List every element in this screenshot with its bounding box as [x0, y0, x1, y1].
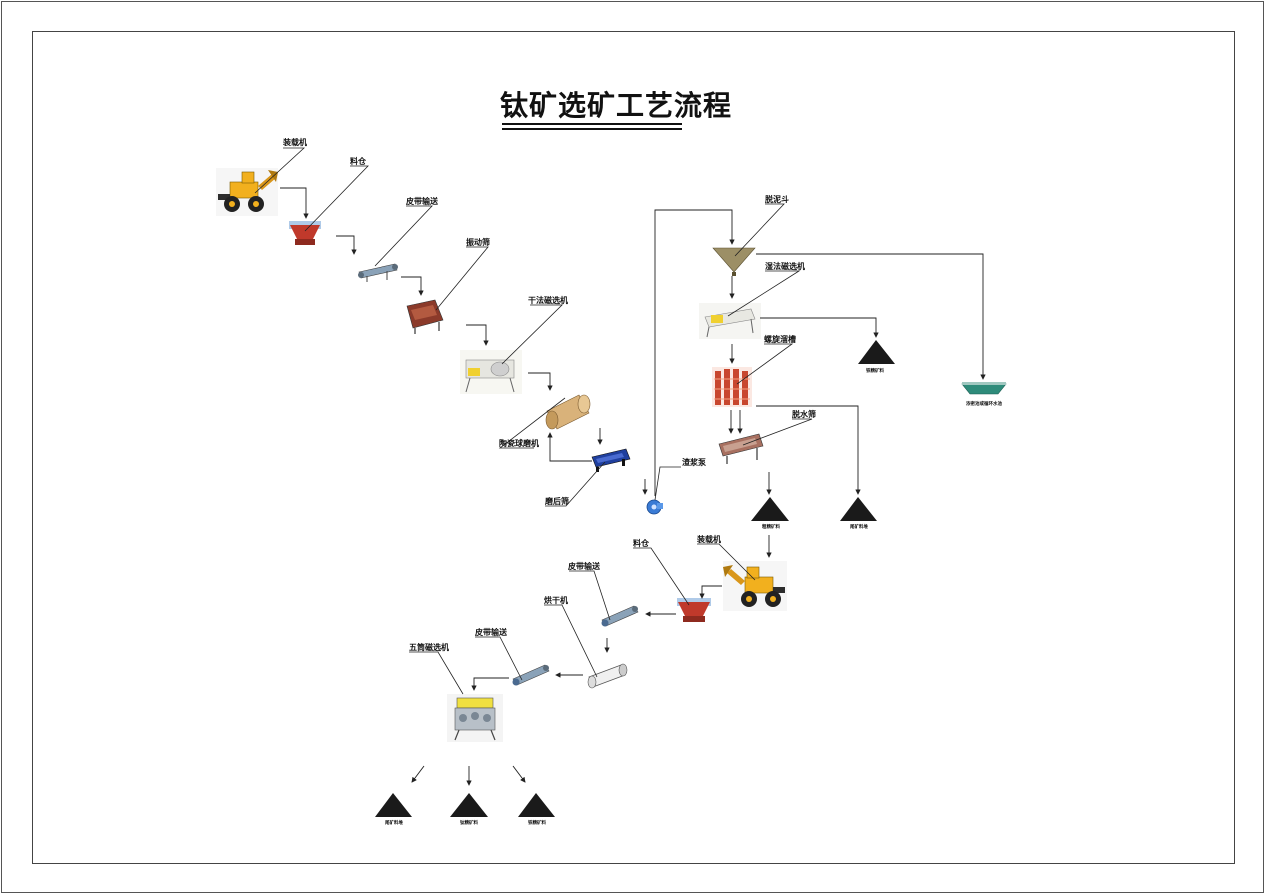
- leader-line: [498, 397, 566, 449]
- flow-arrow: [547, 432, 592, 462]
- thickener-icon: [961, 382, 1007, 395]
- title-underline: [502, 123, 682, 130]
- output-tailings: 尾矿料堆: [849, 523, 868, 530]
- wet-magnetic-separator-icon: [699, 303, 761, 339]
- flow-arrow: [654, 209, 735, 496]
- leader-line: [633, 547, 690, 606]
- label-bin: 料仓: [350, 156, 367, 166]
- flow-arrow: [699, 585, 722, 599]
- iron-concentrate-pile-icon: [858, 340, 895, 364]
- five-drum-separator-icon: [447, 694, 503, 742]
- dryer-icon: [587, 663, 628, 689]
- tailings-pile-icon: [375, 793, 412, 817]
- flow-arrow: [336, 235, 357, 255]
- label-after-screen: 磨后筛: [544, 496, 569, 506]
- leader-line: [697, 543, 756, 581]
- label-belt-conveyor: 皮带输送: [405, 196, 439, 206]
- slurry-pump-icon: [646, 499, 663, 515]
- flow-arrow: [756, 405, 861, 495]
- leader-line: [254, 147, 306, 194]
- label-five-drum-separator: 五筒磁选机: [409, 642, 449, 652]
- flow-arrow: [411, 765, 425, 783]
- ball-mill-icon: [545, 394, 591, 430]
- loader-icon: [216, 168, 278, 216]
- label-dewatering-screen: 脱水筛: [792, 409, 816, 419]
- output-tailings: 尾矿料堆: [384, 819, 403, 826]
- spiral-chute-icon: [712, 367, 752, 407]
- leader-line: [734, 203, 785, 257]
- output-coarse-concentrate: 粗精矿料: [762, 523, 780, 530]
- bin-icon: [677, 598, 711, 622]
- flow-arrow: [471, 677, 509, 691]
- flow-arrow: [512, 765, 526, 783]
- flow-arrow: [760, 317, 879, 338]
- output-titanium-concentrate: 钛精矿料: [460, 819, 478, 826]
- leader-line: [544, 604, 598, 678]
- dry-magnetic-separator-icon: [460, 350, 522, 394]
- belt-conveyor-icon: [358, 263, 398, 282]
- inner-border: [32, 31, 1235, 864]
- output-iron-concentrate: 铁精矿料: [866, 367, 884, 374]
- label-belt-conveyor: 皮带输送: [474, 627, 508, 637]
- titanium-concentrate-pile-icon: [450, 793, 488, 817]
- leader-line: [569, 570, 611, 621]
- hopper-icon: [712, 247, 756, 276]
- leader-line: [304, 165, 369, 232]
- iron-concentrate-pile-icon: [518, 793, 555, 817]
- label-slurry-pump: 渣浆泵: [682, 457, 706, 467]
- label-bin: 料仓: [633, 538, 650, 548]
- dewatering-screen-icon: [718, 433, 764, 464]
- belt-conveyor-icon: [512, 664, 550, 686]
- flow-arrow: [466, 324, 489, 346]
- loader-icon: [723, 561, 787, 611]
- label-hopper: 脱泥斗: [765, 194, 789, 204]
- label-ball-mill: 陶瓷球磨机: [499, 438, 539, 448]
- label-loader: 装载机: [696, 534, 721, 544]
- leader-line: [742, 418, 813, 446]
- leader-line: [501, 304, 563, 365]
- leader-line: [736, 343, 794, 385]
- belt-conveyor-icon: [601, 605, 639, 627]
- tailings-pile-icon: [840, 497, 877, 521]
- flow-arrow: [280, 187, 309, 219]
- vibrating-screen-icon: [406, 299, 444, 334]
- label-spiral-chute: 螺旋溜槽: [764, 334, 796, 344]
- label-vibrating-screen: 振动筛: [466, 237, 490, 247]
- flow-arrow: [528, 372, 553, 391]
- label-belt-conveyor: 皮带输送: [567, 561, 601, 571]
- bin-icon: [289, 221, 321, 245]
- leader-line: [727, 270, 801, 317]
- label-wet-magnetic-separator: 湿法磁选机: [765, 261, 805, 271]
- leader-line: [654, 466, 681, 501]
- label-loader: 装载机: [282, 137, 307, 147]
- leader-line: [545, 461, 606, 507]
- label-dry-magnetic-separator: 干法磁选机: [528, 295, 568, 305]
- flow-arrow: [401, 276, 424, 296]
- leader-line: [374, 205, 433, 267]
- leader-line: [409, 651, 464, 695]
- leader-line: [475, 636, 523, 681]
- output-iron-concentrate: 铁精矿料: [528, 819, 546, 826]
- leader-line: [435, 246, 489, 311]
- label-dryer: 烘干机: [544, 595, 568, 605]
- output-thickener: 浓密池或循环水池: [966, 400, 1002, 407]
- coarse-concentrate-pile-icon: [751, 497, 789, 521]
- after-screen-icon: [591, 448, 631, 472]
- flow-arrow: [756, 253, 986, 380]
